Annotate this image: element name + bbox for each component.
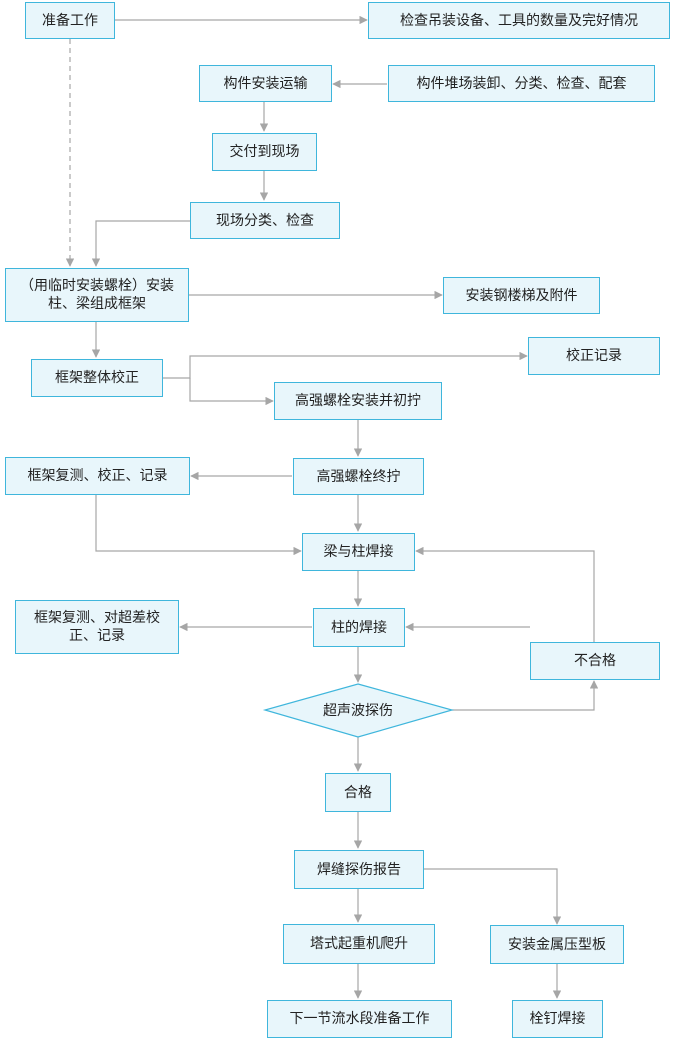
node-frame-retest: 框架复测、校正、记录 <box>5 457 190 495</box>
node-stud-weld: 栓钉焊接 <box>512 1000 603 1038</box>
node-unqualified: 不合格 <box>530 642 660 680</box>
node-beam-column-weld: 梁与柱焊接 <box>302 533 415 571</box>
node-transport: 构件安装运输 <box>199 65 332 102</box>
arrow-retest-to-beamweld <box>95 495 302 556</box>
node-next-section: 下一节流水段准备工作 <box>267 1000 452 1038</box>
node-stairs: 安装钢楼梯及附件 <box>443 277 600 314</box>
node-retest-overrun: 框架复测、对超差校 正、记录 <box>15 600 179 654</box>
node-metal-deck: 安装金属压型板 <box>490 925 624 964</box>
node-correct-record: 校正记录 <box>528 337 660 375</box>
node-weld-report: 焊缝探伤报告 <box>294 850 424 889</box>
node-bolt-final: 高强螺栓终拧 <box>293 458 424 495</box>
arrow-correct-to-initial <box>189 378 274 406</box>
arrow-ultrasonic-to-unqualified <box>452 680 599 711</box>
node-stockyard: 构件堆场装卸、分类、检查、配套 <box>388 65 655 102</box>
node-site-check: 现场分类、检查 <box>190 202 340 239</box>
arrow-report-to-deck <box>424 868 562 925</box>
ultrasonic-diamond <box>262 683 455 738</box>
node-deliver: 交付到现场 <box>212 133 317 171</box>
node-bolt-initial: 高强螺栓安装并初拧 <box>274 382 442 420</box>
node-ultrasonic: 超声波探伤 <box>323 703 393 719</box>
node-qualified: 合格 <box>325 773 391 812</box>
node-frame-correct: 框架整体校正 <box>31 359 163 397</box>
arrow-sitecheck-to-frame <box>91 220 190 267</box>
node-check-equipment: 检查吊装设备、工具的数量及完好情况 <box>368 2 670 39</box>
arrow-unqualified-to-beamweld <box>415 546 595 642</box>
node-prepare: 准备工作 <box>25 2 115 39</box>
node-tower-crane: 塔式起重机爬升 <box>283 924 435 964</box>
arrow-correct-to-record <box>163 351 528 379</box>
node-frame-install: （用临时安装螺栓）安装 柱、梁组成框架 <box>5 268 189 322</box>
node-column-weld: 柱的焊接 <box>313 608 405 647</box>
